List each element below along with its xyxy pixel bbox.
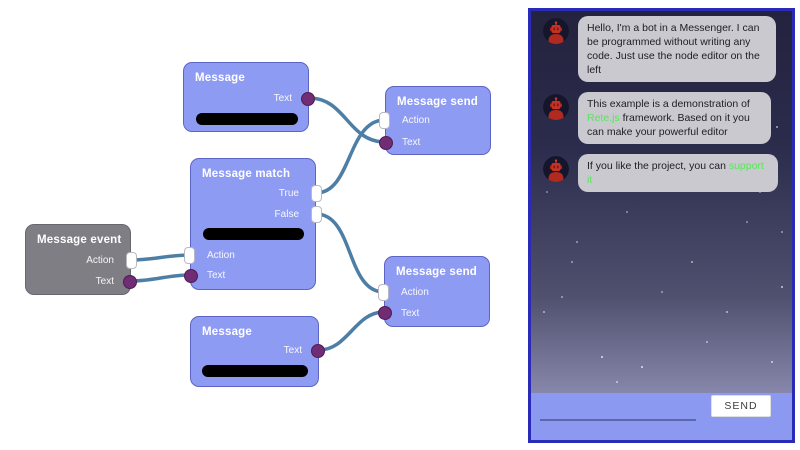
- node-message-bottom[interactable]: Message Text: [190, 316, 325, 387]
- port-text-output: Text: [284, 342, 302, 360]
- port-label: Action: [402, 115, 430, 126]
- text-field-control[interactable]: [202, 365, 308, 377]
- true-output-socket[interactable]: [311, 185, 322, 202]
- chat-bubble: If you like the project, you can support…: [578, 154, 778, 192]
- connection-wire: [314, 118, 387, 195]
- node-title: Message: [202, 326, 252, 338]
- bot-avatar-icon: [543, 18, 569, 44]
- connection-wire: [307, 96, 387, 144]
- port-label: Action: [86, 255, 114, 266]
- chat-bubble: This example is a demonstration of Rete.…: [578, 92, 771, 144]
- port-text-input: Text: [402, 134, 420, 152]
- action-input-socket[interactable]: [378, 284, 389, 301]
- port-label: True: [278, 188, 299, 199]
- port-text-input: Text: [401, 305, 419, 323]
- chat-message: Hello, I'm a bot in a Messenger. I can b…: [543, 16, 792, 82]
- bot-avatar-icon: [543, 156, 569, 182]
- node-title: Message match: [202, 168, 291, 180]
- node-message-send-bottom[interactable]: Message send Action Text: [378, 256, 490, 327]
- text-input-socket[interactable]: [379, 136, 393, 150]
- port-label: Action: [207, 250, 235, 261]
- action-input-socket[interactable]: [184, 247, 195, 264]
- port-label: Text: [95, 276, 114, 287]
- port-action-output: Action: [86, 252, 114, 270]
- chat-message: If you like the project, you can support…: [543, 154, 792, 192]
- node-title: Message event: [37, 234, 122, 246]
- node-message-send-top[interactable]: Message send Action Text: [379, 86, 491, 155]
- port-label: Text: [402, 137, 421, 148]
- text-output-socket[interactable]: [301, 92, 315, 106]
- port-action-input: Action: [402, 112, 430, 130]
- message-text: This example is a demonstration of: [587, 98, 750, 110]
- port-label: Text: [401, 308, 420, 319]
- starfield-decoration: [531, 11, 533, 13]
- node-message-event[interactable]: Message event Action Text: [25, 224, 137, 295]
- port-true-output: True: [279, 185, 299, 203]
- node-title: Message: [195, 72, 245, 84]
- node-message-match[interactable]: Message match True False Action Text: [184, 158, 322, 290]
- action-output-socket[interactable]: [126, 252, 137, 269]
- message-text: Hello, I'm a bot in a Messenger. I can b…: [587, 22, 760, 76]
- node-title: Message send: [396, 266, 478, 278]
- message-text: If you like the project, you can: [587, 160, 729, 172]
- connection-wire: [129, 253, 192, 262]
- chat-input[interactable]: [540, 403, 696, 421]
- text-input-socket[interactable]: [184, 269, 198, 283]
- action-input-socket[interactable]: [379, 112, 390, 129]
- port-action-input: Action: [401, 284, 429, 302]
- port-label: Text: [283, 345, 302, 356]
- false-output-socket[interactable]: [311, 206, 322, 223]
- connection-wire: [314, 212, 386, 294]
- port-label: Action: [401, 287, 429, 298]
- text-input-socket[interactable]: [378, 306, 392, 320]
- connection-wire: [317, 310, 386, 352]
- message-link[interactable]: support it: [587, 160, 764, 186]
- node-title: Message send: [397, 96, 479, 108]
- messenger-panel: Hello, I'm a bot in a Messenger. I can b…: [528, 8, 795, 443]
- node-editor-canvas[interactable]: Message Text Message send Action Text Me…: [0, 0, 528, 450]
- node-message-top[interactable]: Message Text: [183, 62, 315, 132]
- send-button[interactable]: SEND: [711, 395, 771, 417]
- chat-message: This example is a demonstration of Rete.…: [543, 92, 792, 144]
- chat-message-list: Hello, I'm a bot in a Messenger. I can b…: [531, 11, 792, 393]
- text-output-socket[interactable]: [311, 344, 325, 358]
- port-label: Text: [273, 93, 292, 104]
- chat-bubble: Hello, I'm a bot in a Messenger. I can b…: [578, 16, 776, 82]
- text-field-control[interactable]: [196, 113, 298, 125]
- message-link[interactable]: Rete.js: [587, 112, 620, 124]
- port-label: False: [274, 209, 299, 220]
- port-text-output: Text: [96, 273, 114, 291]
- port-label: Text: [207, 270, 226, 281]
- bot-avatar-icon: [543, 94, 569, 120]
- match-pattern-control[interactable]: [203, 228, 304, 240]
- text-output-socket[interactable]: [123, 275, 137, 289]
- port-false-output: False: [275, 206, 299, 224]
- port-text-output: Text: [274, 90, 292, 108]
- connection-wire: [129, 273, 192, 283]
- chat-input-bar: SEND: [531, 393, 792, 440]
- port-action-input: Action: [207, 247, 235, 265]
- port-text-input: Text: [207, 267, 225, 285]
- message-text: framework. Based on it you can make your…: [587, 112, 750, 138]
